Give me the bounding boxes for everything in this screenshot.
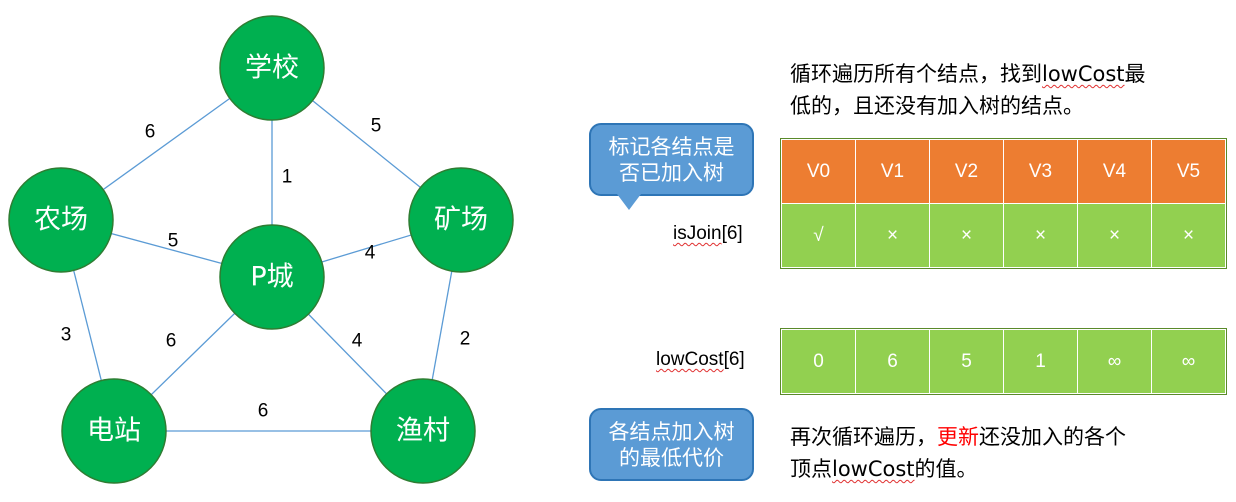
node-circle-pcity [219, 224, 325, 330]
callout-lowcost: 各结点加入树 的最低代价 [589, 408, 754, 481]
node-label-station: 电站 [87, 416, 141, 447]
note-bottom-text: 再次循环遍历， [790, 425, 937, 449]
node-label-school: 学校 [245, 53, 299, 84]
lowcost-name: lowCost [656, 349, 724, 370]
edge-weights: 6 5 1 5 4 3 6 4 2 6 [61, 116, 471, 422]
node-circle-school [219, 15, 325, 121]
callout-isjoin-tail [617, 194, 641, 210]
node-school: 学校 [219, 15, 325, 121]
isjoin-cell-v1: × [855, 203, 930, 268]
edge-weight-school-mine: 5 [371, 116, 382, 137]
isjoin-index: [6] [721, 223, 743, 244]
isjoin-header-v2: V2 [929, 139, 1004, 204]
node-label-mine: 矿场 [434, 205, 488, 236]
isjoin-table: V0 V1 V2 V3 V4 V5 √ × × × × × [780, 138, 1227, 269]
callout-isjoin-line2: 否已加入树 [619, 160, 724, 185]
lowcost-cell-v5: ∞ [1151, 329, 1226, 394]
note-bottom: 再次循环遍历，更新还没加入的各个 顶点lowCost的值。 [790, 421, 1126, 485]
lowcost-table: 0 6 5 1 ∞ ∞ [780, 328, 1227, 395]
note-top-line1: 循环遍历所有个结点，找到lowCost最 [790, 58, 1146, 90]
node-circle-farm [8, 167, 114, 273]
isjoin-value-row: √ × × × × × [781, 203, 1226, 268]
edge-weight-station-fishing: 6 [258, 401, 269, 422]
callout-isjoin-line1: 标记各结点是 [608, 134, 735, 159]
note-top-line2: 低的，且还没有加入树的结点。 [790, 94, 1084, 118]
node-circle-station [61, 378, 167, 484]
isjoin-cell-v0: √ [781, 203, 856, 268]
lowcost-cell-v1: 6 [855, 329, 930, 394]
lowcost-cell-v0: 0 [781, 329, 856, 394]
callout-lowcost-line2: 的最低代价 [619, 445, 724, 470]
edge-weight-pcity-station: 6 [166, 331, 177, 352]
note-bottom-code: lowCost [832, 457, 915, 481]
edge-weight-school-farm: 6 [145, 122, 156, 143]
isjoin-header-v4: V4 [1077, 139, 1152, 204]
node-label-fishing: 渔村 [396, 416, 450, 447]
isjoin-header-row: V0 V1 V2 V3 V4 V5 [781, 139, 1226, 204]
isjoin-header-v0: V0 [781, 139, 856, 204]
edge-weight-mine-fishing: 2 [460, 329, 471, 350]
lowcost-label: lowCost[6] [656, 349, 745, 371]
node-farm: 农场 [8, 167, 114, 273]
edge-weight-school-pcity: 1 [282, 167, 293, 188]
node-mine: 矿场 [408, 167, 514, 273]
isjoin-cell-v2: × [929, 203, 1004, 268]
note-bottom-highlight: 更新 [937, 425, 979, 449]
lowcost-value-row: 0 6 5 1 ∞ ∞ [781, 329, 1226, 394]
note-top-code: lowCost [1042, 62, 1125, 86]
isjoin-name: isJoin [673, 223, 722, 244]
node-label-pcity: P城 [250, 262, 293, 293]
note-bottom-line1: 再次循环遍历，更新还没加入的各个 [790, 421, 1126, 453]
isjoin-header-v5: V5 [1151, 139, 1226, 204]
isjoin-cell-v3: × [1003, 203, 1078, 268]
note-bottom-line2-pre: 顶点 [790, 457, 832, 481]
node-circle-mine [408, 167, 514, 273]
lowcost-index: [6] [723, 349, 745, 370]
isjoin-header-v3: V3 [1003, 139, 1078, 204]
callout-lowcost-line1: 各结点加入树 [608, 419, 735, 444]
edge-weight-pcity-mine: 4 [365, 243, 376, 264]
isjoin-header-v1: V1 [855, 139, 930, 204]
node-pcity: P城 [219, 224, 325, 330]
note-bottom-line2: 顶点lowCost的值。 [790, 453, 1126, 485]
lowcost-cell-v2: 5 [929, 329, 1004, 394]
note-top-text-end: 最 [1124, 62, 1146, 86]
node-station: 电站 [61, 378, 167, 484]
isjoin-cell-v5: × [1151, 203, 1226, 268]
callout-isjoin: 标记各结点是 否已加入树 [589, 123, 754, 210]
lowcost-cell-v4: ∞ [1077, 329, 1152, 394]
note-bottom-line2-post: 的值。 [914, 457, 978, 481]
edge-weight-farm-station: 3 [61, 325, 72, 346]
lowcost-cell-v3: 1 [1003, 329, 1078, 394]
node-circle-fishing [370, 378, 476, 484]
isjoin-label: isJoin[6] [673, 223, 743, 245]
node-fishing: 渔村 [370, 378, 476, 484]
note-top: 循环遍历所有个结点，找到lowCost最 低的，且还没有加入树的结点。 [790, 58, 1146, 122]
edge-weight-farm-pcity: 5 [168, 231, 179, 252]
isjoin-cell-v4: × [1077, 203, 1152, 268]
node-label-farm: 农场 [34, 205, 88, 236]
edge-weight-pcity-fishing: 4 [352, 331, 363, 352]
note-top-text: 循环遍历所有个结点，找到 [790, 62, 1042, 86]
note-bottom-text-end: 还没加入的各个 [979, 425, 1126, 449]
